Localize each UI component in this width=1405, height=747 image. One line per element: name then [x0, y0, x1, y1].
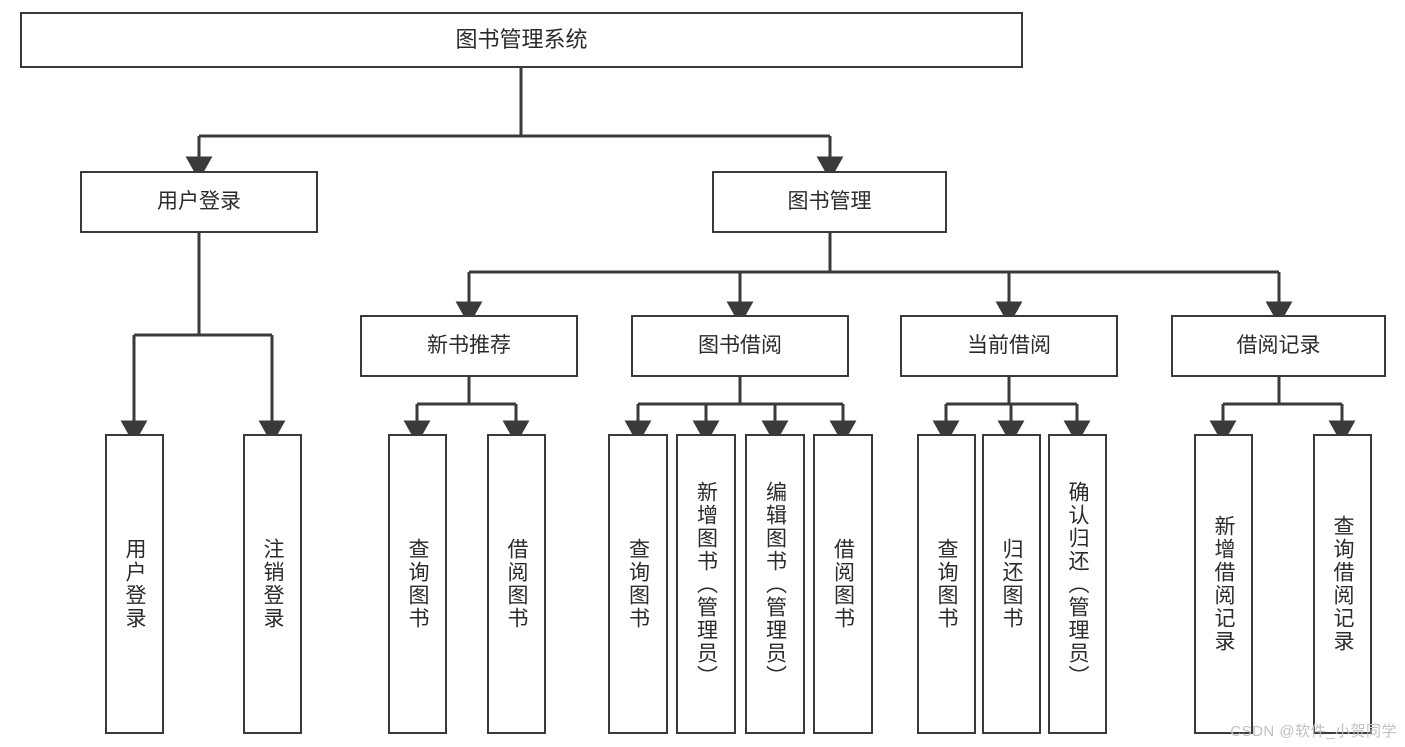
node-user-login[interactable]: 用户登录	[80, 171, 318, 233]
leaf-logout[interactable]: 注销登录	[243, 434, 302, 734]
node-label: 查询图书	[626, 538, 650, 630]
node-label: 用户登录	[157, 189, 241, 213]
node-borrow-record[interactable]: 借阅记录	[1171, 315, 1386, 377]
leaf-add-book-admin[interactable]: 新增图书（管理员）	[676, 434, 736, 734]
leaf-borrow-book[interactable]: 借阅图书	[813, 434, 873, 734]
node-label: 编辑图书（管理员）	[763, 480, 787, 688]
leaf-query-borrow-record[interactable]: 查询借阅记录	[1313, 434, 1372, 734]
node-label: 图书管理系统	[455, 27, 588, 53]
node-label: 注销登录	[261, 538, 284, 630]
node-label: 查询图书	[406, 538, 429, 630]
watermark-text: CSDN @软件_小贺同学	[1230, 723, 1397, 740]
node-label: 确认归还（管理员）	[1066, 480, 1089, 688]
leaf-return-book[interactable]: 归还图书	[982, 434, 1041, 734]
node-current-borrow[interactable]: 当前借阅	[900, 315, 1118, 377]
leaf-borrow-book-recommend[interactable]: 借阅图书	[487, 434, 546, 734]
node-label: 图书借阅	[698, 333, 782, 357]
node-label: 借阅图书	[505, 538, 528, 630]
leaf-add-borrow-record[interactable]: 新增借阅记录	[1194, 434, 1253, 734]
leaf-query-book-borrow[interactable]: 查询图书	[608, 434, 668, 734]
node-root-system[interactable]: 图书管理系统	[20, 12, 1023, 68]
leaf-confirm-return-admin[interactable]: 确认归还（管理员）	[1048, 434, 1107, 734]
node-book-borrow[interactable]: 图书借阅	[631, 315, 849, 377]
node-label: 用户登录	[123, 538, 146, 630]
leaf-edit-book-admin[interactable]: 编辑图书（管理员）	[745, 434, 805, 734]
node-label: 新增借阅记录	[1212, 515, 1235, 653]
node-label: 新增图书（管理员）	[694, 480, 718, 688]
node-new-book-recommend[interactable]: 新书推荐	[360, 315, 578, 377]
node-label: 归还图书	[1000, 538, 1023, 630]
node-label: 借阅记录	[1236, 333, 1321, 357]
node-label: 新书推荐	[427, 333, 511, 357]
node-label: 当前借阅	[967, 333, 1051, 357]
node-label: 查询图书	[935, 538, 958, 630]
node-label: 图书管理	[787, 189, 872, 213]
leaf-query-book-current[interactable]: 查询图书	[917, 434, 976, 734]
node-label: 查询借阅记录	[1331, 515, 1354, 653]
node-label: 借阅图书	[831, 538, 855, 630]
leaf-user-login[interactable]: 用户登录	[105, 434, 164, 734]
leaf-query-book-recommend[interactable]: 查询图书	[388, 434, 447, 734]
node-book-management[interactable]: 图书管理	[712, 171, 947, 233]
